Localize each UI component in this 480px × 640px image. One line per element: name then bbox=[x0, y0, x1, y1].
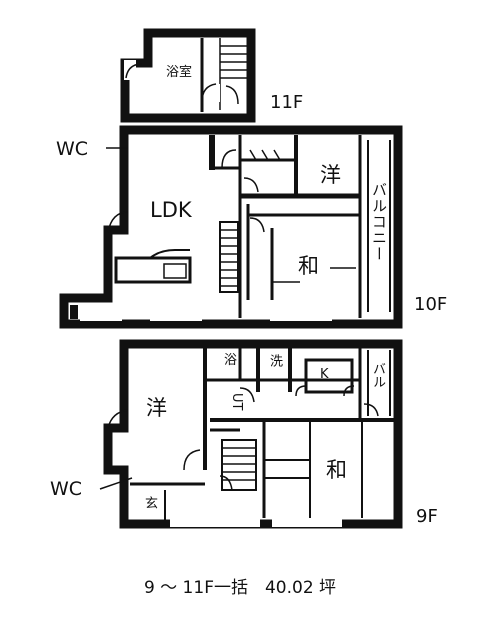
bath-11f-label: 浴室 bbox=[166, 65, 193, 80]
japanese-room-9f-label: 和 bbox=[326, 458, 347, 482]
floor-9f-label: 9F bbox=[416, 506, 438, 527]
floor-11f-plan bbox=[120, 28, 256, 123]
ldk-10f-label: LDK bbox=[150, 198, 192, 222]
washroom-9f-label: 洗 bbox=[267, 354, 282, 367]
utility-9f-label: UT bbox=[229, 393, 244, 411]
floor-10f-label: 10F bbox=[414, 294, 448, 315]
stairs-10f bbox=[219, 221, 239, 293]
stairs-11f bbox=[219, 38, 247, 110]
wc-9f-label: WC bbox=[50, 478, 83, 500]
floor-10f-plan bbox=[59, 125, 403, 329]
balcony-9f-label: バル bbox=[370, 362, 385, 388]
floor-11f-label: 11F bbox=[270, 92, 304, 113]
balcony-10f-label: バルコニー bbox=[370, 182, 388, 262]
bath-9f-label: 浴 bbox=[224, 353, 238, 368]
floor-9f-plan bbox=[103, 339, 403, 529]
stairs-9f bbox=[221, 439, 257, 491]
entrance-9f-label: 玄 bbox=[142, 496, 157, 509]
kitchen-9f-label: K bbox=[320, 367, 329, 382]
plan-caption: 9 ～ 11F一括 40.02 坪 bbox=[143, 578, 337, 598]
japanese-room-10f-label: 和 bbox=[298, 254, 319, 278]
wc-10f-label: WC bbox=[56, 138, 89, 160]
western-room-10f-label: 洋 bbox=[320, 163, 341, 187]
western-room-9f-label: 洋 bbox=[146, 396, 167, 420]
